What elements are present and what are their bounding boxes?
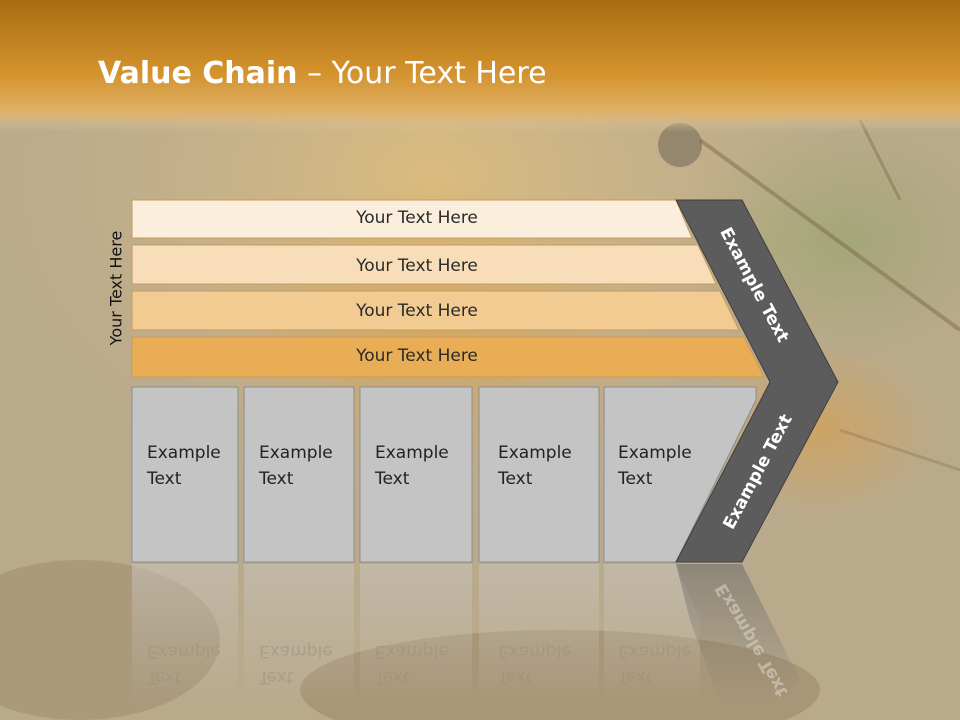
column-2-reflection-line1: Example [259,641,333,661]
column-3-line1: Example [375,443,449,463]
column-5-reflection-line1: Example [618,641,692,661]
column-2-reflection: Text Example [259,638,359,690]
column-1-shape [131,386,239,563]
column-3-shape [359,386,473,563]
column-5-line2: Text [618,469,653,489]
bar-4-shape [131,336,765,378]
column-1-text: Example Text [147,440,247,492]
column-1-line2: Text [147,469,182,489]
column-2-reflection-line2: Text [259,667,294,687]
side-label: Your Text Here [106,230,126,346]
column-5-line1: Example [618,443,692,463]
column-1-reflection-line1: Example [147,641,221,661]
column-1-reflection-line2: Text [147,667,182,687]
column-4-line2: Text [498,469,533,489]
column-4-text: Example Text [498,440,598,492]
column-1-reflection: Text Example [147,638,247,690]
bar-2-label: Your Text Here [356,256,478,276]
bar-3-shape [131,290,740,331]
column-4-reflection-line2: Text [498,667,533,687]
column-5-shape [603,386,757,563]
column-4-line1: Example [498,443,572,463]
column-2-line1: Example [259,443,333,463]
column-5-reflection-line2: Text [618,667,653,687]
column-3-line2: Text [375,469,410,489]
column-2-shape [243,386,355,563]
slide-title-bold: Value Chain [98,56,298,91]
column-4-shape [478,386,600,563]
bar-3-label: Your Text Here [356,301,478,321]
column-4-reflection: Text Example [498,638,598,690]
column-4-reflection-line1: Example [498,641,572,661]
column-5-text: Example Text [618,440,718,492]
column-3-text: Example Text [375,440,475,492]
bar-2-shape [131,244,717,285]
column-3-reflection: Text Example [375,638,475,690]
column-1-line1: Example [147,443,221,463]
column-3-reflection-line2: Text [375,667,410,687]
column-5-reflection: Text Example [618,638,718,690]
slide-title: Value Chain – Your Text Here [98,56,547,91]
column-3-reflection-line1: Example [375,641,449,661]
bar-1-label: Your Text Here [356,208,478,228]
slide-title-rest: – Your Text Here [297,56,547,91]
bar-4-label: Your Text Here [356,346,478,366]
bar-1-shape [131,199,693,239]
column-2-text: Example Text [259,440,359,492]
chevron-shape [675,199,839,563]
column-2-line2: Text [259,469,294,489]
